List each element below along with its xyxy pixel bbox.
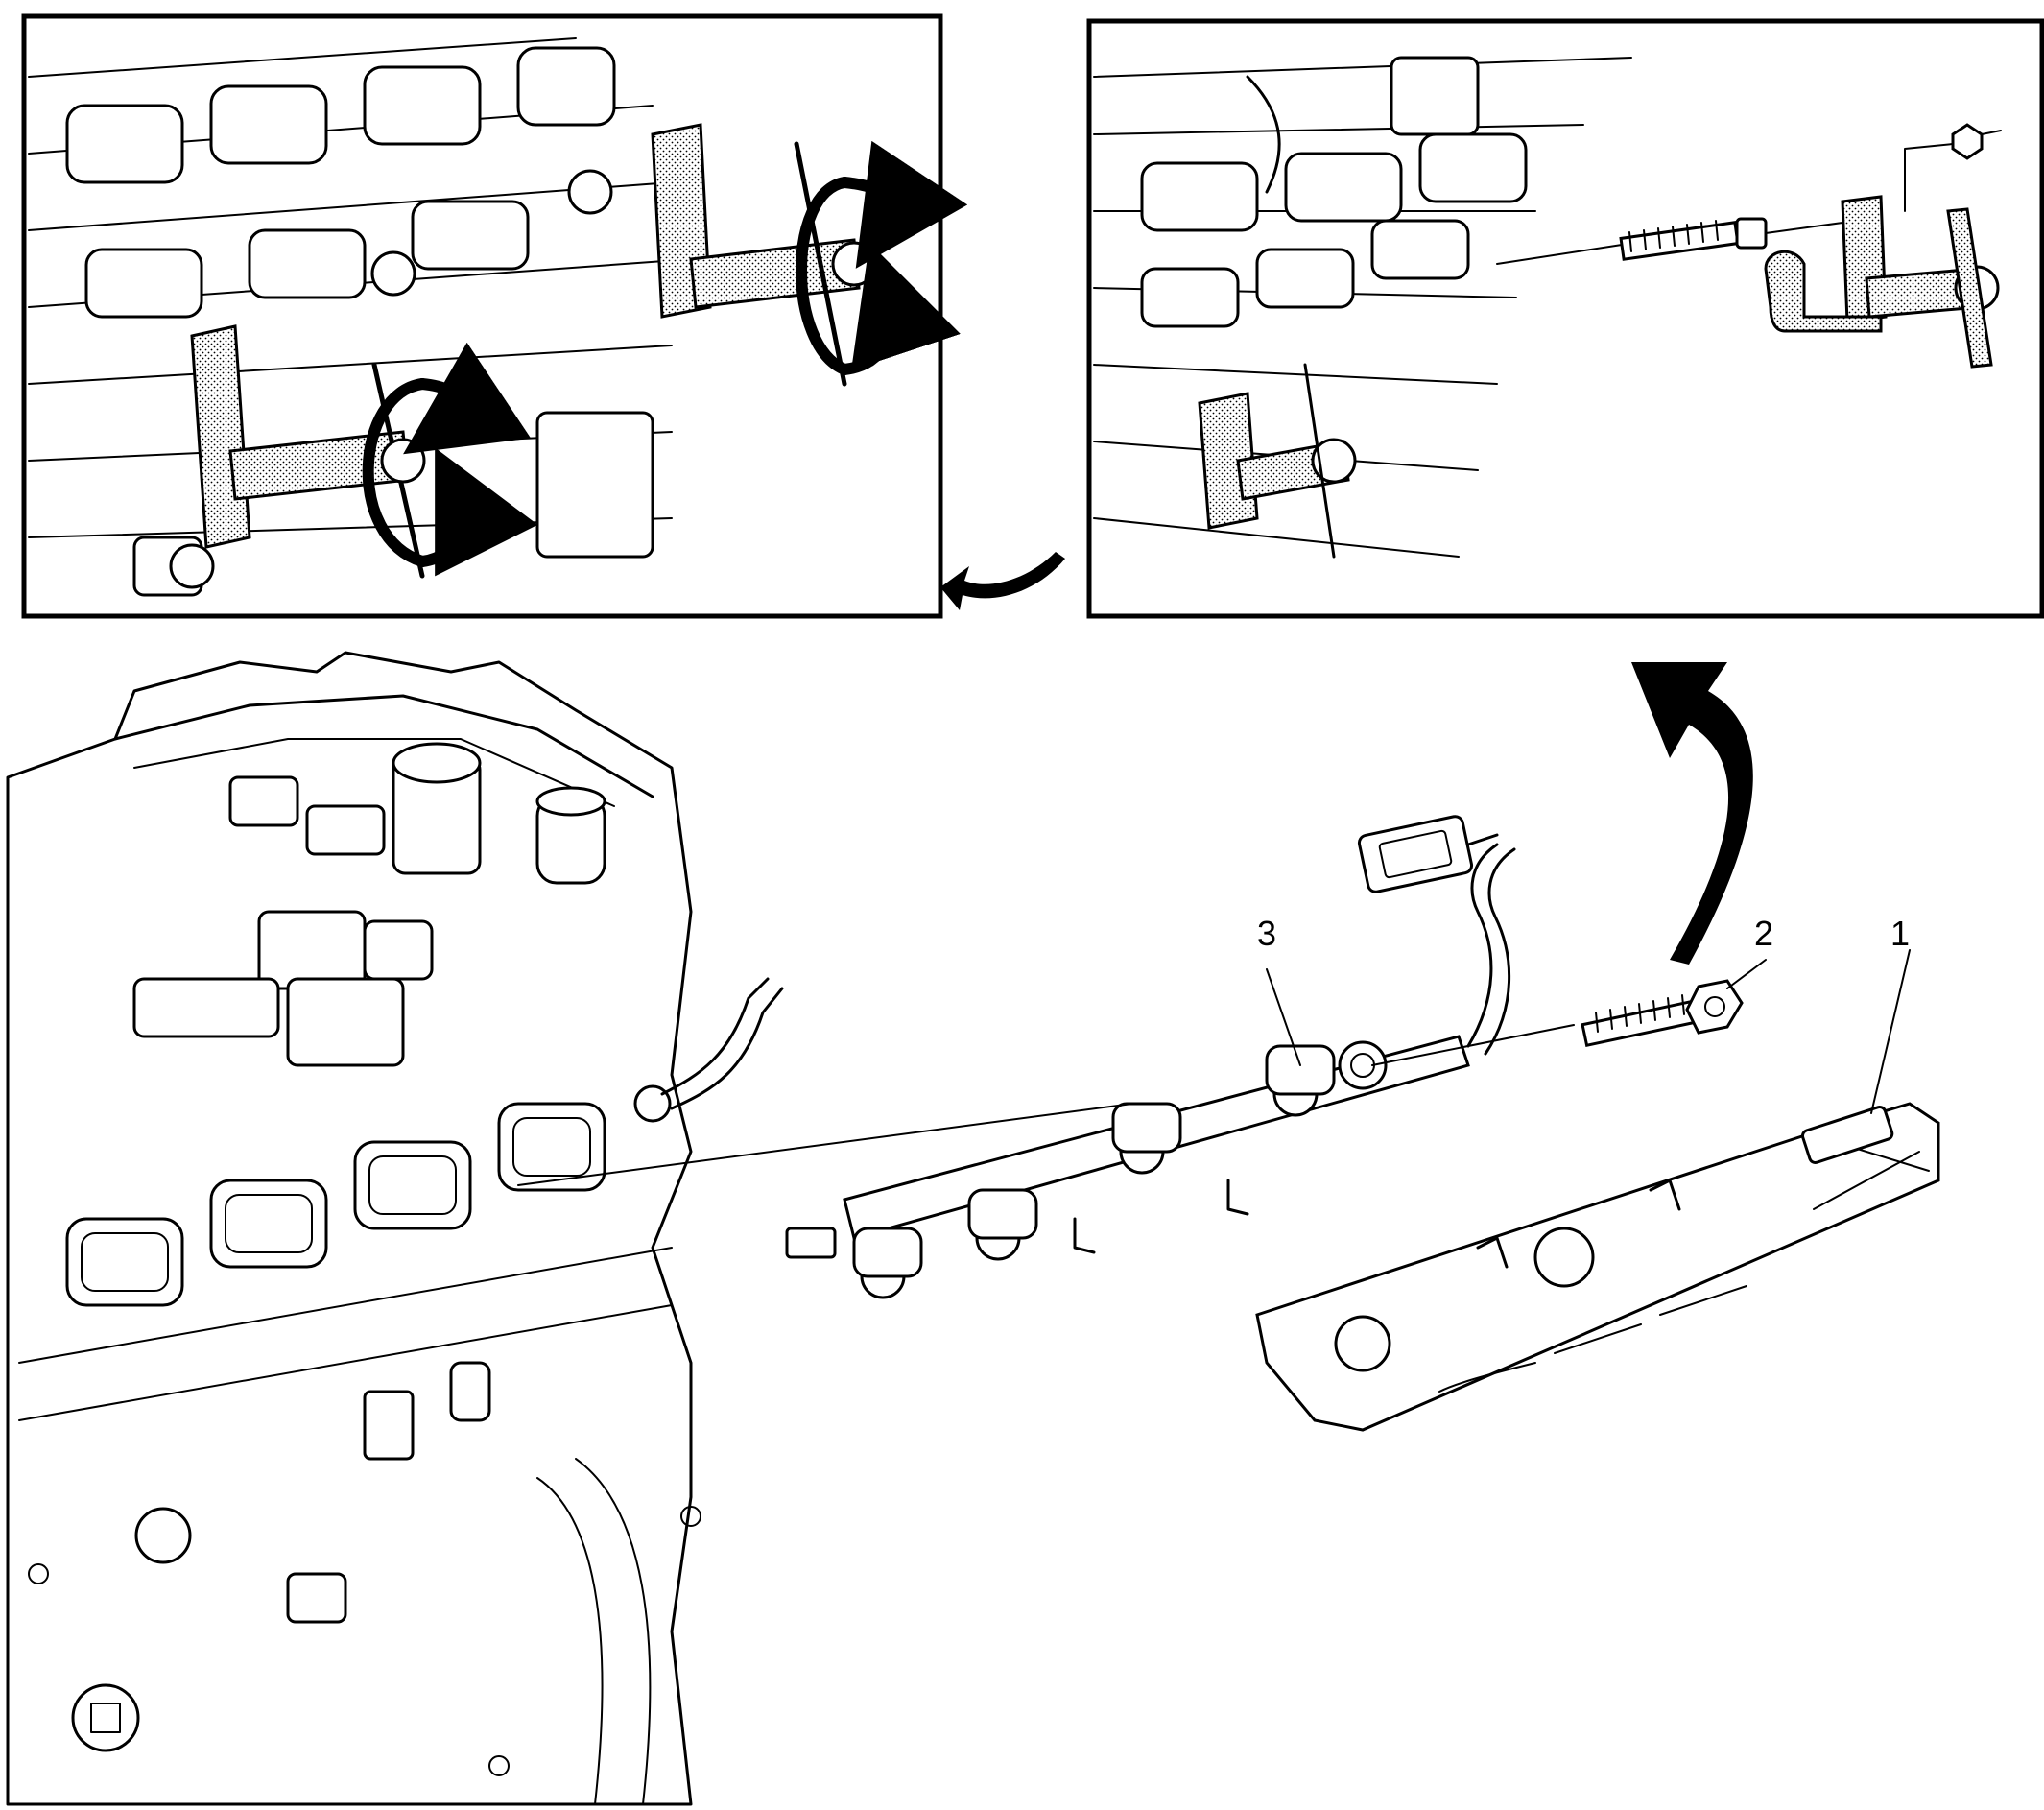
intake-ports [65,1102,606,1307]
inset-right [1086,18,2044,619]
rotation-arrow-left [362,342,538,577]
inset-left [21,13,968,619]
fuel-rail-cover [1255,1102,1940,1432]
fuel-rail-bolt [1581,979,1744,1048]
callout-2: 2 [1754,914,1773,953]
callout-leader-3 [1266,968,1301,1066]
alignment-line [517,1103,1133,1186]
callout-3: 3 [1257,914,1276,953]
fuel-rail-assembly [785,815,1516,1299]
fuel-injectors [852,1040,1388,1299]
alignment-line [1371,1024,1575,1066]
callout-leader-2 [1726,959,1767,989]
callout-leader-1 [1870,949,1911,1114]
callout-1: 1 [1890,914,1910,953]
curved-arrow-left [940,552,1065,610]
engine-block [6,651,784,1806]
curved-arrow-up [1631,662,1753,965]
rotation-arrow-right [796,140,968,375]
